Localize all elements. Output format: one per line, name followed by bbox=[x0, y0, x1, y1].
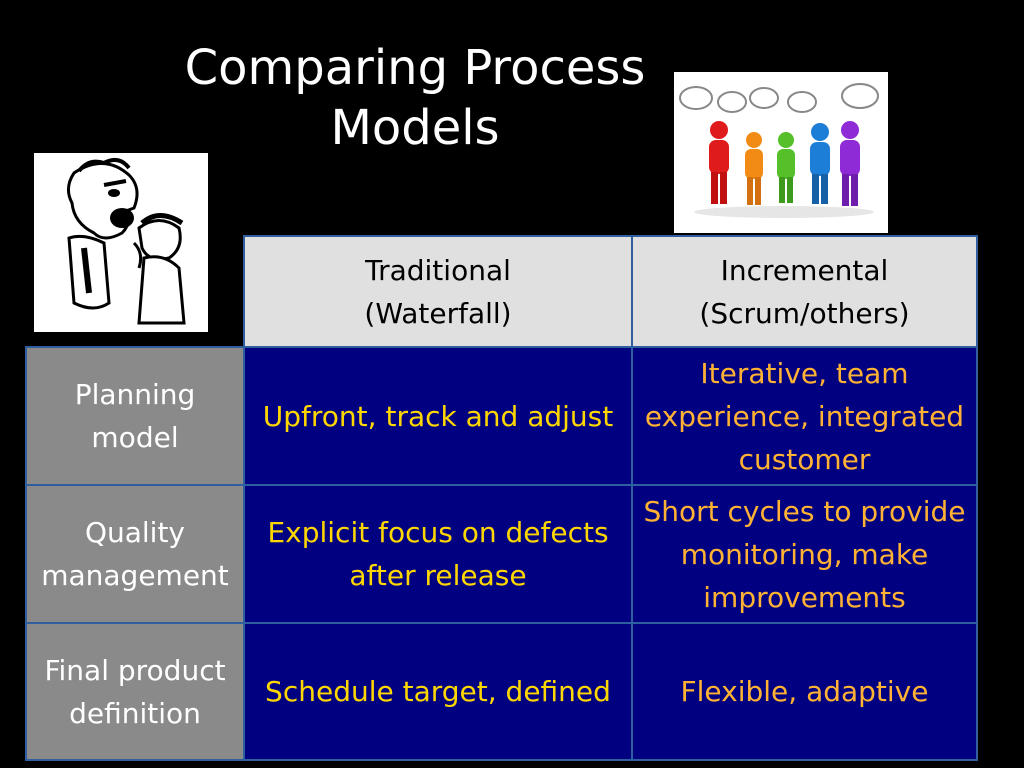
row-label-line-1: Planning bbox=[74, 378, 196, 411]
table-header-incremental: Incremental (Scrum/others) bbox=[631, 235, 978, 348]
row-label-line-1: Final product bbox=[44, 653, 226, 687]
header-traditional-line-2: (Waterfall) bbox=[364, 296, 512, 330]
slide-title-line-2: Models bbox=[330, 100, 500, 156]
slide-title: Comparing Process Models bbox=[130, 38, 700, 158]
angry-boss-illustration-icon bbox=[34, 153, 208, 332]
header-incremental-line-2: (Scrum/others) bbox=[699, 296, 910, 330]
row-label-line-2: definition bbox=[69, 696, 201, 730]
row-label-line-2: management bbox=[41, 559, 229, 592]
cell-final-traditional: Schedule target, defined bbox=[243, 622, 633, 761]
cell-text-line-1: Upfront, track and adjust bbox=[262, 399, 614, 433]
row-label-final-product-definition: Final product definition bbox=[25, 622, 245, 761]
cell-text-line-1: Explicit focus on defects bbox=[267, 516, 609, 549]
row-label-planning-model: Planning model bbox=[25, 346, 245, 486]
row-label-quality-management: Quality management bbox=[25, 484, 245, 624]
team-discussion-illustration-icon bbox=[674, 72, 888, 233]
header-traditional-line-1: Traditional bbox=[365, 253, 511, 287]
cell-text-line-1: Iterative, team bbox=[700, 356, 909, 390]
cell-text-line-2: experience, integrated bbox=[644, 399, 965, 433]
row-label-line-1: Quality bbox=[84, 516, 186, 549]
row-label-line-2: model bbox=[91, 421, 179, 454]
slide-title-line-1: Comparing Process bbox=[184, 40, 646, 96]
cell-text-line-2: monitoring, make bbox=[680, 537, 929, 571]
cell-text-line-1: Flexible, adaptive bbox=[680, 675, 929, 708]
cell-text-line-3: customer bbox=[738, 442, 871, 476]
cell-quality-incremental: Short cycles to provide monitoring, make… bbox=[631, 484, 978, 624]
cell-text-line-1: Short cycles to provide bbox=[643, 494, 966, 528]
cell-planning-incremental: Iterative, team experience, integrated c… bbox=[631, 346, 978, 486]
cell-text-line-1: Schedule target, defined bbox=[265, 675, 611, 708]
cell-text-line-3: improvements bbox=[703, 580, 906, 614]
cell-final-incremental: Flexible, adaptive bbox=[631, 622, 978, 761]
cell-quality-traditional: Explicit focus on defects after release bbox=[243, 484, 633, 624]
cell-planning-traditional: Upfront, track and adjust bbox=[243, 346, 633, 486]
cell-text-line-2: after release bbox=[349, 559, 527, 592]
table-header-traditional: Traditional (Waterfall) bbox=[243, 235, 633, 348]
header-incremental-line-1: Incremental bbox=[720, 253, 889, 287]
